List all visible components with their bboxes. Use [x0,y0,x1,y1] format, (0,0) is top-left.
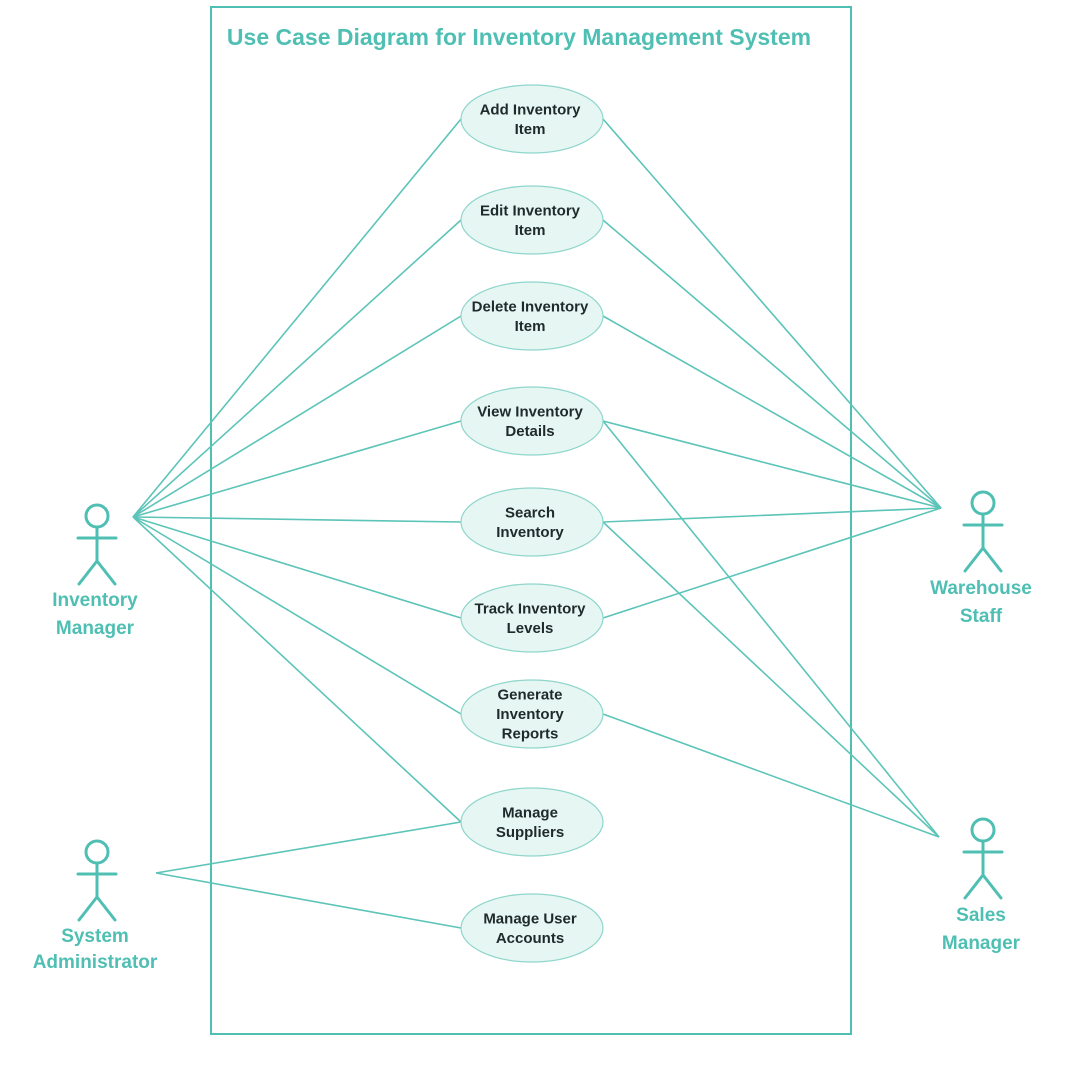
usecase-label-line: Item [515,222,546,239]
usecase-label-line: Item [515,318,546,335]
actors: InventoryManagerSystemAdministratorWareh… [33,490,1032,973]
usecase-label-line: Track Inventory [475,600,587,617]
association-sales-manager-to-generate-inventory-reports [602,713,940,838]
diagram-title: Use Case Diagram for Inventory Managemen… [227,24,811,50]
actor-right-leg [981,546,1003,573]
actor-label-line: System [61,926,129,947]
association-sales-manager-to-view-inventory-details [602,420,940,838]
usecase-label-line: Search [505,504,555,521]
usecase-label-line: Suppliers [496,824,564,841]
usecase-label-line: Add Inventory [480,101,581,118]
usecase-label-line: Edit Inventory [480,202,581,219]
usecase-ellipse [460,679,604,749]
system-boundary [210,6,852,1035]
actor-right-leg [95,895,117,922]
association-warehouse-staff-to-track-inventory-levels [602,507,942,619]
actor-label-line: Sales [956,905,1006,926]
association-inventory-manager-to-generate-inventory-reports [132,516,462,715]
association-warehouse-staff-to-search-inventory [602,507,942,523]
usecase-ellipse [460,893,604,963]
usecase-ellipse [460,487,604,557]
association-inventory-manager-to-view-inventory-details [132,420,462,518]
actor-label-line: Manager [56,618,135,639]
association-warehouse-staff-to-edit-inventory-item [602,219,942,509]
usecase-ellipse [460,281,604,351]
association-warehouse-staff-to-add-inventory-item [602,118,942,509]
usecase-label-line: Item [515,121,546,138]
association-lines [132,118,942,929]
association-warehouse-staff-to-delete-inventory-item [602,315,942,509]
association-inventory-manager-to-search-inventory [132,516,462,523]
association-sales-manager-to-search-inventory [602,521,940,838]
actor-head-icon [84,839,110,865]
usecase-ellipse [460,185,604,255]
usecase-ellipse [460,84,604,154]
actor-left-leg [77,895,99,922]
association-inventory-manager-to-delete-inventory-item [132,315,462,518]
actor-head-icon [84,503,110,529]
actor-right-leg [95,559,117,586]
actor-label-line: Manager [942,933,1021,954]
association-warehouse-staff-to-view-inventory-details [602,420,942,509]
usecase-label-line: Reports [502,726,559,743]
actor-left-leg [963,873,985,900]
usecase-label-line: Details [505,423,554,440]
usecase-label-line: View Inventory [477,403,583,420]
actor-right-leg [981,873,1003,900]
actor-head-icon [970,490,996,516]
usecase-label-line: Manage [502,804,558,821]
actor-left-leg [77,559,99,586]
usecase-ellipse [460,583,604,653]
usecase-label-line: Levels [507,620,554,637]
actor-label-line: Staff [960,606,1003,627]
usecase-label-line: Inventory [496,524,564,541]
usecase-label-line: Inventory [496,706,564,723]
association-system-administrator-to-manage-user-accounts [155,872,462,929]
actor-label-line: Administrator [33,952,158,973]
association-system-administrator-to-manage-suppliers [155,821,462,874]
usecase-label-line: Generate [497,687,562,704]
association-inventory-manager-to-manage-suppliers [132,516,462,823]
usecase-label-line: Manage User [483,910,577,927]
usecase-label-line: Delete Inventory [472,298,589,315]
actor-left-leg [963,546,985,573]
usecase-ellipse [460,787,604,857]
association-inventory-manager-to-edit-inventory-item [132,219,462,518]
association-inventory-manager-to-track-inventory-levels [132,516,462,619]
actor-head-icon [970,817,996,843]
usecase-ellipse [460,386,604,456]
usecase-label-line: Accounts [496,930,564,947]
association-inventory-manager-to-add-inventory-item [132,118,462,518]
actor-label-line: Inventory [52,590,138,611]
actor-label-line: Warehouse [930,578,1032,599]
